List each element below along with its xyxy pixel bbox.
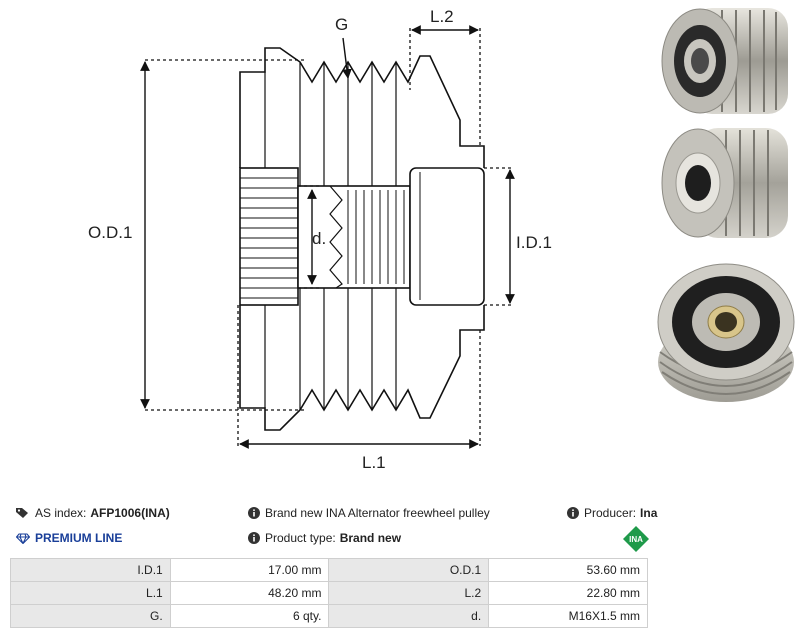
premium-line-badge: PREMIUM LINE	[16, 531, 122, 545]
spec-key: O.D.1	[328, 558, 490, 582]
spec-value: 6 qty.	[169, 604, 330, 628]
spec-key: L.2	[328, 581, 490, 605]
spline-hub	[239, 167, 299, 306]
spec-key: G.	[10, 604, 171, 628]
label-d: d.	[312, 229, 326, 248]
info-icon	[248, 507, 260, 519]
producer-value: Ina	[640, 506, 658, 520]
as-index: AS index: AFP1006(INA)	[16, 506, 170, 520]
ina-logo-icon: INA	[623, 526, 649, 552]
as-index-value: AFP1006(INA)	[90, 506, 170, 520]
spec-key: L.1	[10, 581, 171, 605]
table-row: L.1 48.20 mm L.2 22.80 mm	[10, 581, 648, 605]
label-g: G	[335, 15, 348, 34]
pulley-angled-photo	[661, 128, 788, 238]
tag-icon	[16, 507, 30, 519]
producer-label: Producer:	[584, 506, 637, 520]
label-id1: I.D.1	[516, 233, 552, 252]
table-row: G. 6 qty. d. M16X1.5 mm	[10, 604, 648, 628]
spec-value: 48.20 mm	[169, 581, 330, 605]
spec-value: 17.00 mm	[169, 558, 330, 582]
producer: Producer: Ina	[567, 506, 657, 520]
bearing-block	[409, 167, 485, 306]
pulley-rear-photo	[657, 263, 795, 402]
table-row: I.D.1 17.00 mm O.D.1 53.60 mm	[10, 558, 648, 582]
info-icon	[248, 532, 260, 544]
label-l2: L.2	[430, 7, 454, 26]
pulley-outline-bottom	[239, 305, 485, 431]
spec-value: M16X1.5 mm	[488, 604, 648, 628]
product-type: Product type: Brand new	[248, 531, 401, 545]
product-type-label: Product type:	[265, 531, 336, 545]
as-index-label: AS index:	[35, 506, 87, 520]
label-od1: O.D.1	[88, 223, 132, 242]
g-leader-line	[342, 37, 352, 79]
spec-key: I.D.1	[10, 558, 171, 582]
premium-line-text: PREMIUM LINE	[35, 531, 123, 545]
spec-key: d.	[328, 604, 490, 628]
spec-value: 22.80 mm	[488, 581, 648, 605]
pulley-front-photo	[661, 8, 788, 114]
spec-table: I.D.1 17.00 mm O.D.1 53.60 mm L.1 48.20 …	[10, 558, 648, 628]
product-type-value: Brand new	[339, 531, 402, 545]
product-description: Brand new INA Alternator freewheel pulle…	[248, 506, 490, 520]
pulley-technical-drawing: G L.2 O.D.1 d. I.D.1 L.1	[88, 7, 552, 472]
diamond-icon	[16, 532, 30, 544]
svg-text:INA: INA	[629, 535, 643, 544]
info-icon	[567, 507, 579, 519]
label-l1: L.1	[362, 453, 386, 472]
spec-value: 53.60 mm	[488, 558, 648, 582]
pulley-outline-top	[239, 47, 485, 168]
description-text: Brand new INA Alternator freewheel pulle…	[265, 506, 490, 520]
